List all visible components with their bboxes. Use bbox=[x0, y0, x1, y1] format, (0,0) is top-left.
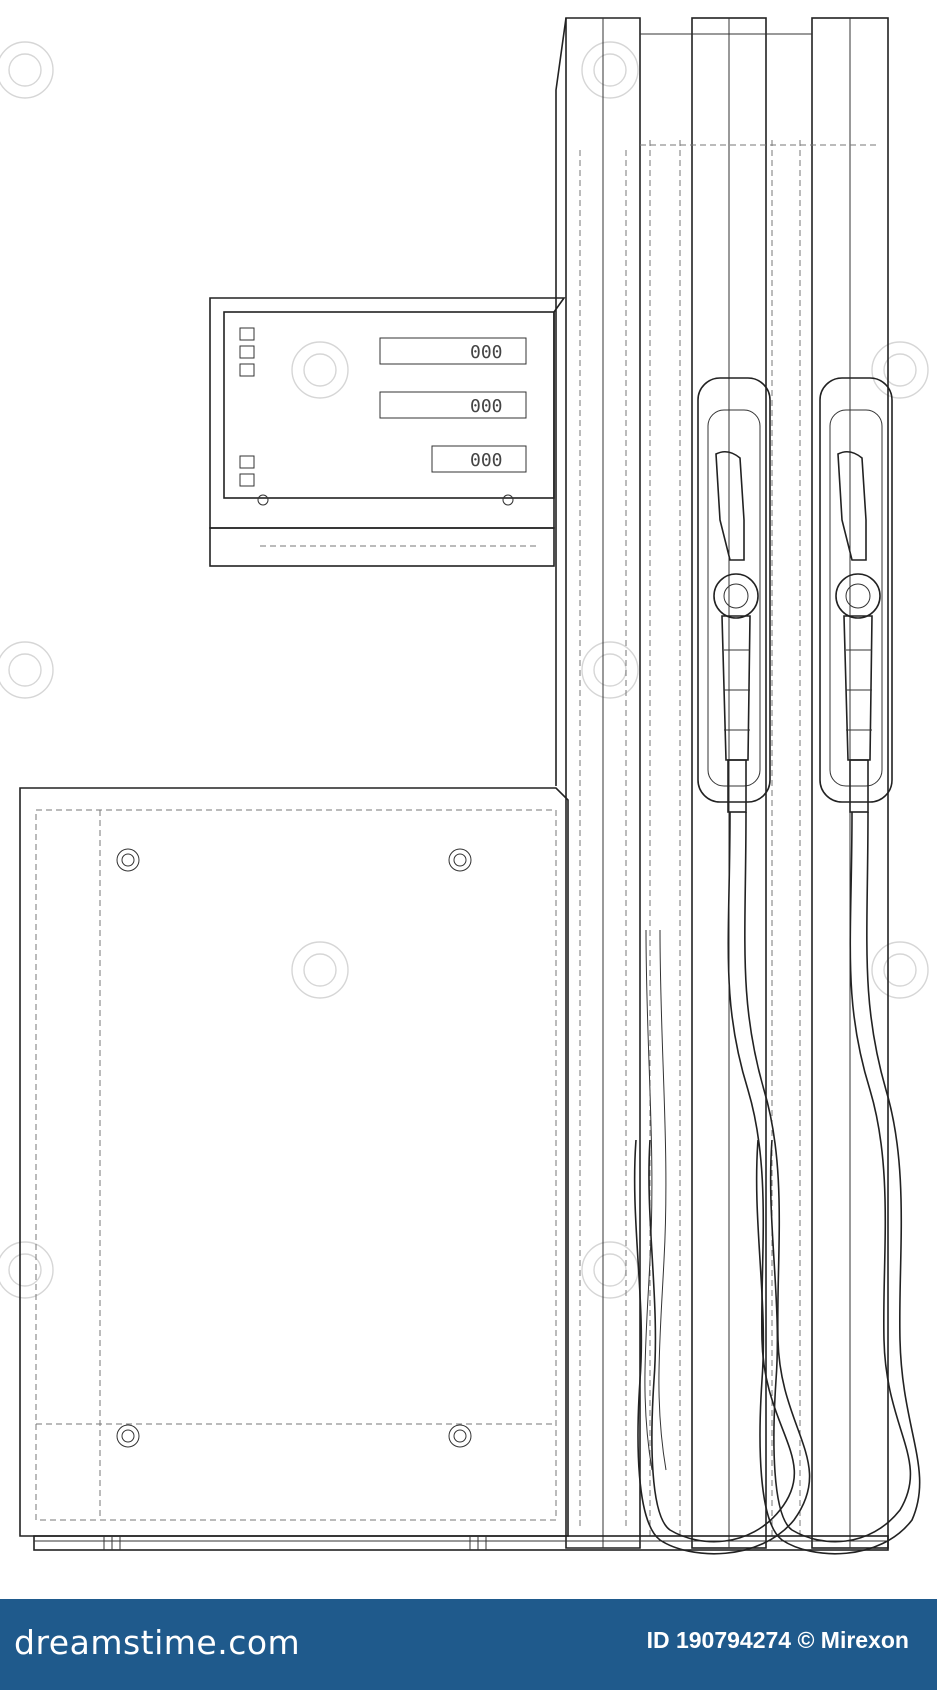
nozzle-holster-right bbox=[819, 377, 893, 803]
pump-cabinet bbox=[19, 787, 569, 1537]
pump-base bbox=[33, 1535, 889, 1551]
fuel-hose-left bbox=[633, 811, 811, 1555]
fuel-pump-wireframe: 000 000 000 bbox=[0, 17, 929, 1555]
brand-logo: dreamstime.com bbox=[14, 1623, 301, 1662]
nozzle-bay-right bbox=[771, 17, 889, 1549]
image-credit: ID 190794274 © Mirexon bbox=[646, 1627, 909, 1653]
nozzle-bay-left bbox=[649, 17, 767, 1549]
pump-column bbox=[555, 17, 641, 1549]
watermark-pattern bbox=[0, 41, 929, 1299]
fuel-nozzle-right bbox=[835, 450, 881, 813]
display-readout-3: 000 bbox=[470, 450, 503, 471]
fuel-hose-right bbox=[755, 811, 921, 1555]
display-panel bbox=[209, 297, 566, 567]
display-readout-1: 000 bbox=[470, 342, 503, 363]
stock-footer-bar: dreamstime.com ID 190794274 © Mirexon bbox=[0, 1599, 937, 1690]
display-readout-2: 000 bbox=[470, 396, 503, 417]
nozzle-holster-left bbox=[697, 377, 771, 803]
fuel-nozzle-left bbox=[713, 450, 759, 813]
inner-hose bbox=[644, 929, 667, 1471]
